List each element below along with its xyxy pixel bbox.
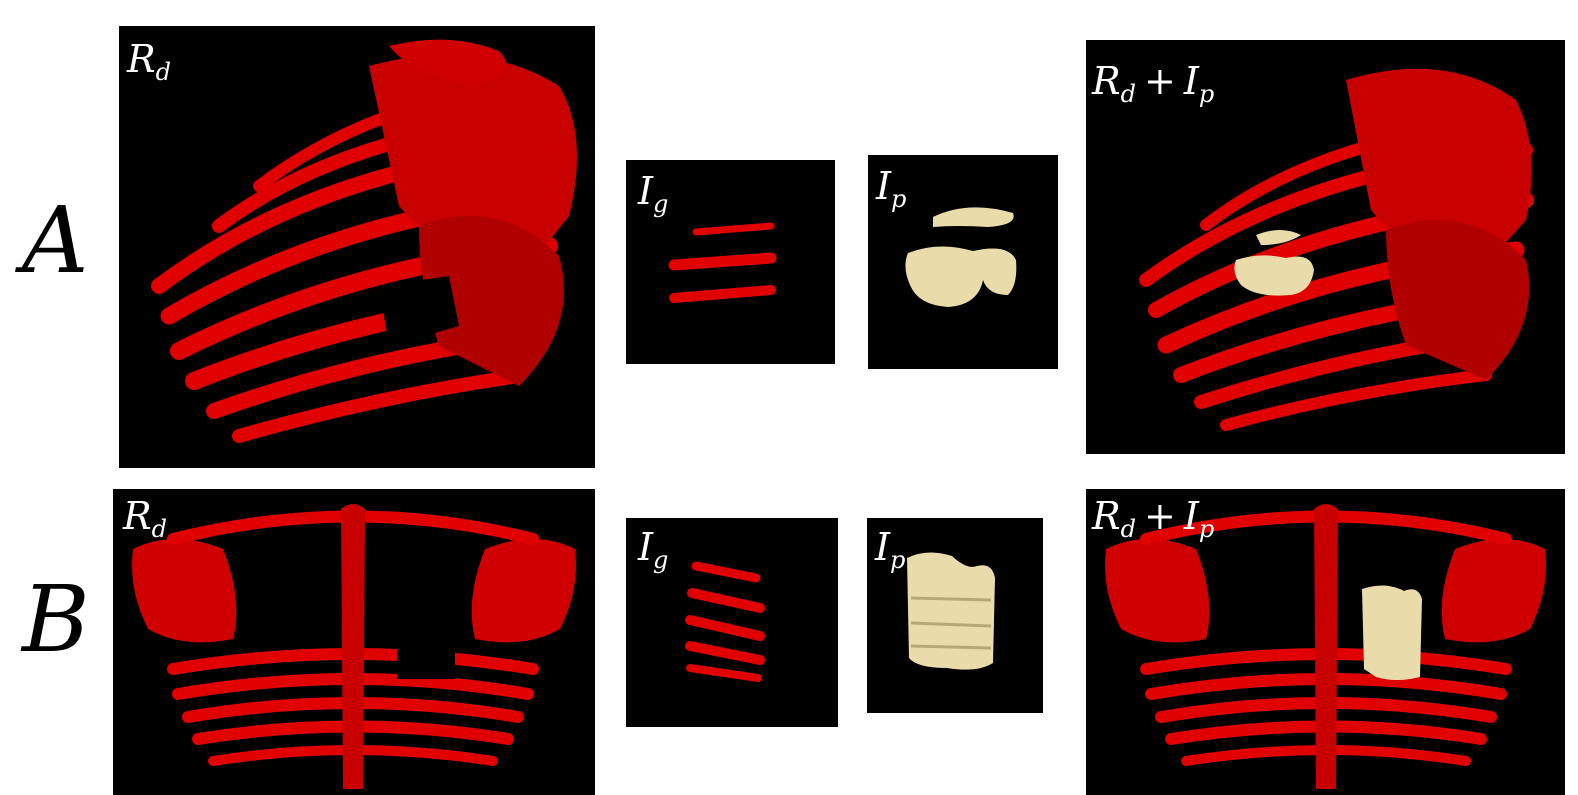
row-label-a: A <box>22 187 89 294</box>
panel-a-combined: Rd+Ip <box>1086 40 1565 454</box>
label-ip: Ip <box>875 525 906 574</box>
label-rd-plus-ip: Rd+Ip <box>1092 59 1215 108</box>
panel-a-defective-skull: Rd <box>119 26 595 468</box>
predicted-implant-shape <box>907 552 995 670</box>
panel-a-predicted-implant: Ip <box>868 155 1058 369</box>
panel-b-ground-truth-implant: Ig <box>626 518 838 727</box>
label-rd: Rd <box>123 494 167 543</box>
ribcage-with-implant-render <box>1139 68 1534 431</box>
ribcage-oblique-render <box>151 39 577 443</box>
label-rd: Rd <box>127 37 171 86</box>
label-rd-plus-ip: Rd+Ip <box>1092 494 1215 543</box>
panel-b-defective-skull: Rd <box>113 489 595 795</box>
label-ig: Ig <box>638 525 669 574</box>
label-ip: Ip <box>876 164 907 213</box>
predicted-implant-shape <box>905 207 1017 307</box>
panel-a-ground-truth-implant: Ig <box>626 160 835 364</box>
row-label-b: B <box>22 566 90 673</box>
ground-truth-rib-fragments <box>685 561 765 682</box>
panel-b-predicted-implant: Ip <box>867 518 1043 713</box>
ribcage-with-implant-render <box>1105 504 1546 789</box>
ribcage-posterior-render <box>132 504 576 789</box>
panel-b-combined: Rd+Ip <box>1086 489 1565 795</box>
label-ig: Ig <box>638 169 669 218</box>
ground-truth-rib-fragments <box>668 222 777 303</box>
